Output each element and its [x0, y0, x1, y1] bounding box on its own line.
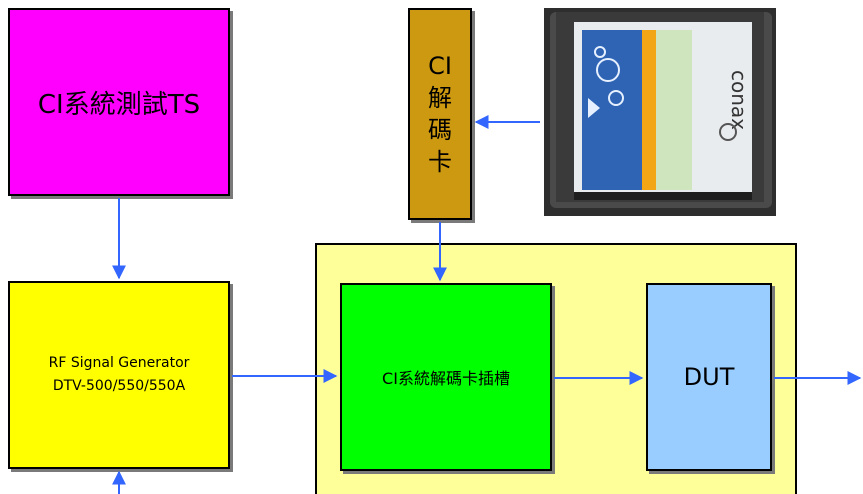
rf-generator-model: DTV-500/550/550A [52, 378, 186, 394]
ci-decoder-card-box: CI 解 碼 卡 [408, 8, 472, 220]
ci-module-photo: conax [544, 8, 776, 216]
rf-generator-name: RF Signal Generator [48, 355, 190, 371]
ci-card-char-2: 解 [428, 84, 452, 112]
rf-signal-generator-box: RF Signal Generator DTV-500/550/550A [8, 281, 230, 469]
ci-card-char-3: 碼 [428, 116, 452, 144]
ci-card-char-1: CI [428, 52, 452, 80]
ci-card-char-4: 卡 [428, 148, 452, 176]
photo-brand-text: conax [727, 70, 751, 130]
ci-card-slot-label: CI系統解碼卡插槽 [382, 369, 510, 388]
dut-label: DUT [683, 363, 735, 391]
ci-test-ts-label: CI系統測試TS [37, 89, 201, 120]
ci-test-ts-box: CI系統測試TS [8, 8, 230, 196]
ci-card-slot-box: CI系統解碼卡插槽 [340, 283, 552, 471]
dut-box: DUT [646, 283, 772, 471]
